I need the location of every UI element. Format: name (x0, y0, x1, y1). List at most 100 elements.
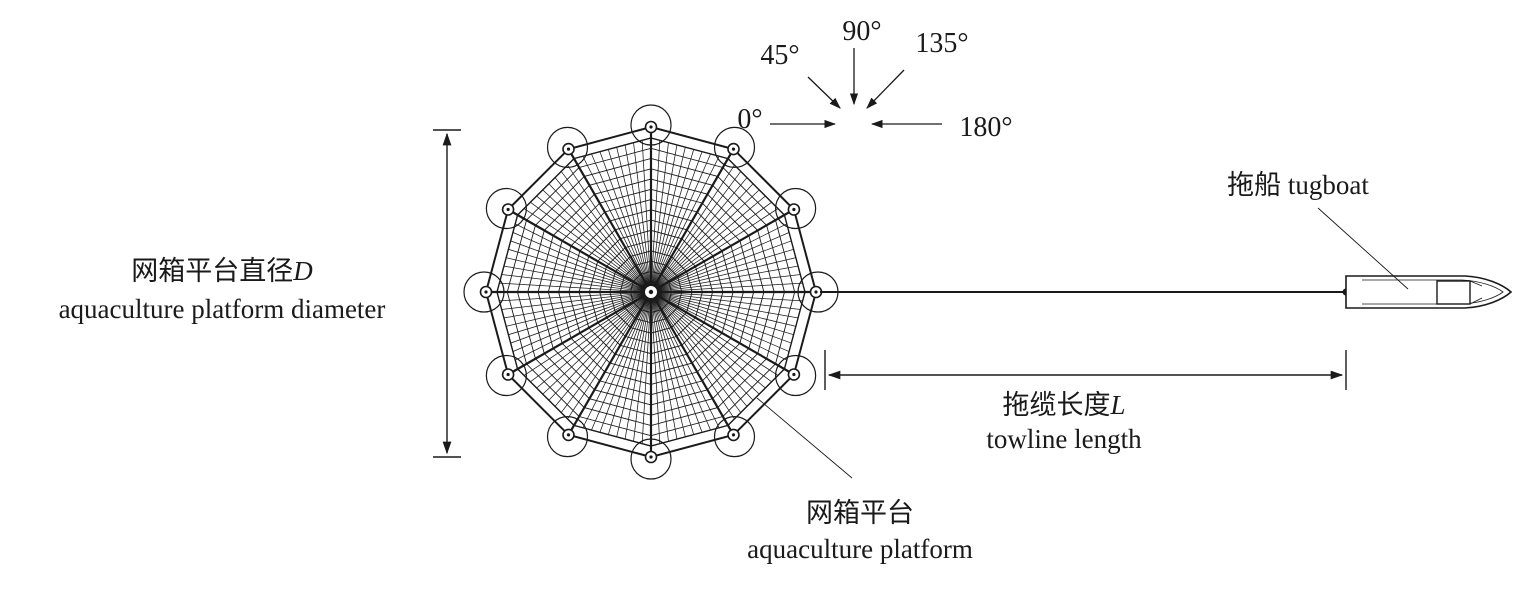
mesh-strand (502, 227, 652, 293)
mesh-strand (650, 291, 724, 437)
platform-spoke (567, 148, 652, 293)
mesh-strand (650, 291, 698, 446)
mesh-strand (650, 282, 805, 293)
mesh-strand (641, 291, 652, 446)
mesh-strand (546, 167, 652, 293)
mesh-strand (613, 138, 652, 293)
mesh-strand (604, 138, 652, 293)
mesh-strand (650, 202, 787, 293)
mesh-strand (650, 143, 716, 293)
mesh-strand (650, 167, 756, 293)
mesh-strand (595, 291, 652, 445)
mesh-strand (650, 291, 800, 357)
mesh-strand (497, 282, 652, 293)
mesh-strand (539, 174, 652, 293)
mesh-strand (650, 291, 805, 321)
platform-joint-dot (792, 207, 796, 212)
mesh-strand (497, 291, 652, 302)
platform-spoke (650, 208, 795, 293)
mesh-strand (650, 291, 756, 417)
mesh-strand (641, 138, 652, 293)
tugboat-leader-line (1317, 207, 1409, 290)
mesh-strand (650, 291, 680, 446)
mesh-strand (650, 291, 716, 441)
diameter-label-cn-line: 网箱平台直径D (131, 256, 313, 286)
mesh-strand (497, 291, 652, 321)
mesh-strand (578, 147, 652, 293)
platform-joint-dot (814, 290, 818, 294)
platform-joint-dot (731, 433, 736, 437)
mesh-strand (650, 291, 787, 382)
platform-joint-dot (792, 372, 796, 377)
mesh-strand (526, 187, 652, 293)
platform-spokes (486, 127, 816, 457)
mesh-strand (521, 291, 652, 389)
mesh-strand (533, 180, 652, 293)
direction-arrow-135 (866, 69, 905, 109)
angle-label-135: 135° (915, 28, 968, 59)
mesh-strand (515, 202, 652, 293)
towline-variable: L (1109, 390, 1125, 420)
mesh-strand (650, 195, 781, 293)
aquaculture-platform (463, 104, 839, 480)
mesh-strand (631, 138, 652, 293)
mesh-strand (521, 195, 652, 293)
mesh-strand (650, 291, 805, 339)
mesh-strand (502, 291, 652, 357)
platform-label-en: aquaculture platform (747, 534, 973, 564)
mesh-strand (650, 138, 698, 293)
platform-label-cn: 网箱平台 (806, 498, 914, 528)
mesh-strand (650, 291, 763, 410)
mesh-strand (497, 263, 652, 293)
mesh-strand (650, 291, 748, 422)
mesh-strand (497, 254, 652, 293)
mesh-strand (650, 291, 805, 312)
mesh-strand (650, 187, 776, 293)
platform-joint-dot (506, 207, 510, 212)
platform-joint-dot (566, 147, 571, 151)
diameter-variable: D (292, 256, 313, 286)
mesh-strand (586, 143, 652, 293)
towline-label-en: towline length (986, 424, 1142, 454)
mesh-strand (586, 291, 652, 441)
mesh-strand (650, 291, 804, 348)
towline-length-dimension (824, 350, 1347, 390)
mesh-strand (650, 180, 769, 293)
mesh-strand (506, 219, 652, 293)
mesh-strand (498, 236, 652, 293)
platform-joint-dot (484, 290, 488, 294)
platform-joint-dot (649, 125, 653, 129)
mesh-strand (526, 291, 652, 397)
angle-label-0: 0° (737, 104, 762, 135)
mesh-strand (650, 156, 741, 293)
mesh-strand (650, 219, 796, 293)
mesh-strand (613, 291, 652, 446)
mesh-strand (650, 291, 781, 389)
mesh-strand (650, 263, 805, 293)
mesh-strand (650, 291, 805, 302)
mesh-strand (650, 138, 661, 293)
mesh-strand (498, 291, 652, 348)
wave-direction-arrows (770, 48, 942, 129)
platform-leader-line (756, 397, 853, 479)
mesh-strand (650, 162, 748, 293)
mesh-strand (604, 291, 652, 446)
platform-spoke (567, 291, 652, 436)
platform-spoke (650, 291, 795, 376)
platform-spoke (650, 148, 735, 293)
platform-spoke (650, 291, 735, 436)
mesh-strand (554, 291, 652, 422)
mesh-strand (497, 291, 652, 339)
mesh-strand (650, 291, 707, 445)
mesh-strand (561, 156, 652, 293)
tugboat-hull (1345, 275, 1513, 309)
diameter-dimension (433, 129, 461, 458)
platform-spoke (507, 208, 652, 293)
mesh-strand (515, 291, 652, 382)
mesh-strand (650, 291, 671, 446)
mesh-strand (650, 236, 804, 293)
mesh-strand (546, 291, 652, 417)
platform-joint-dot (506, 372, 510, 377)
